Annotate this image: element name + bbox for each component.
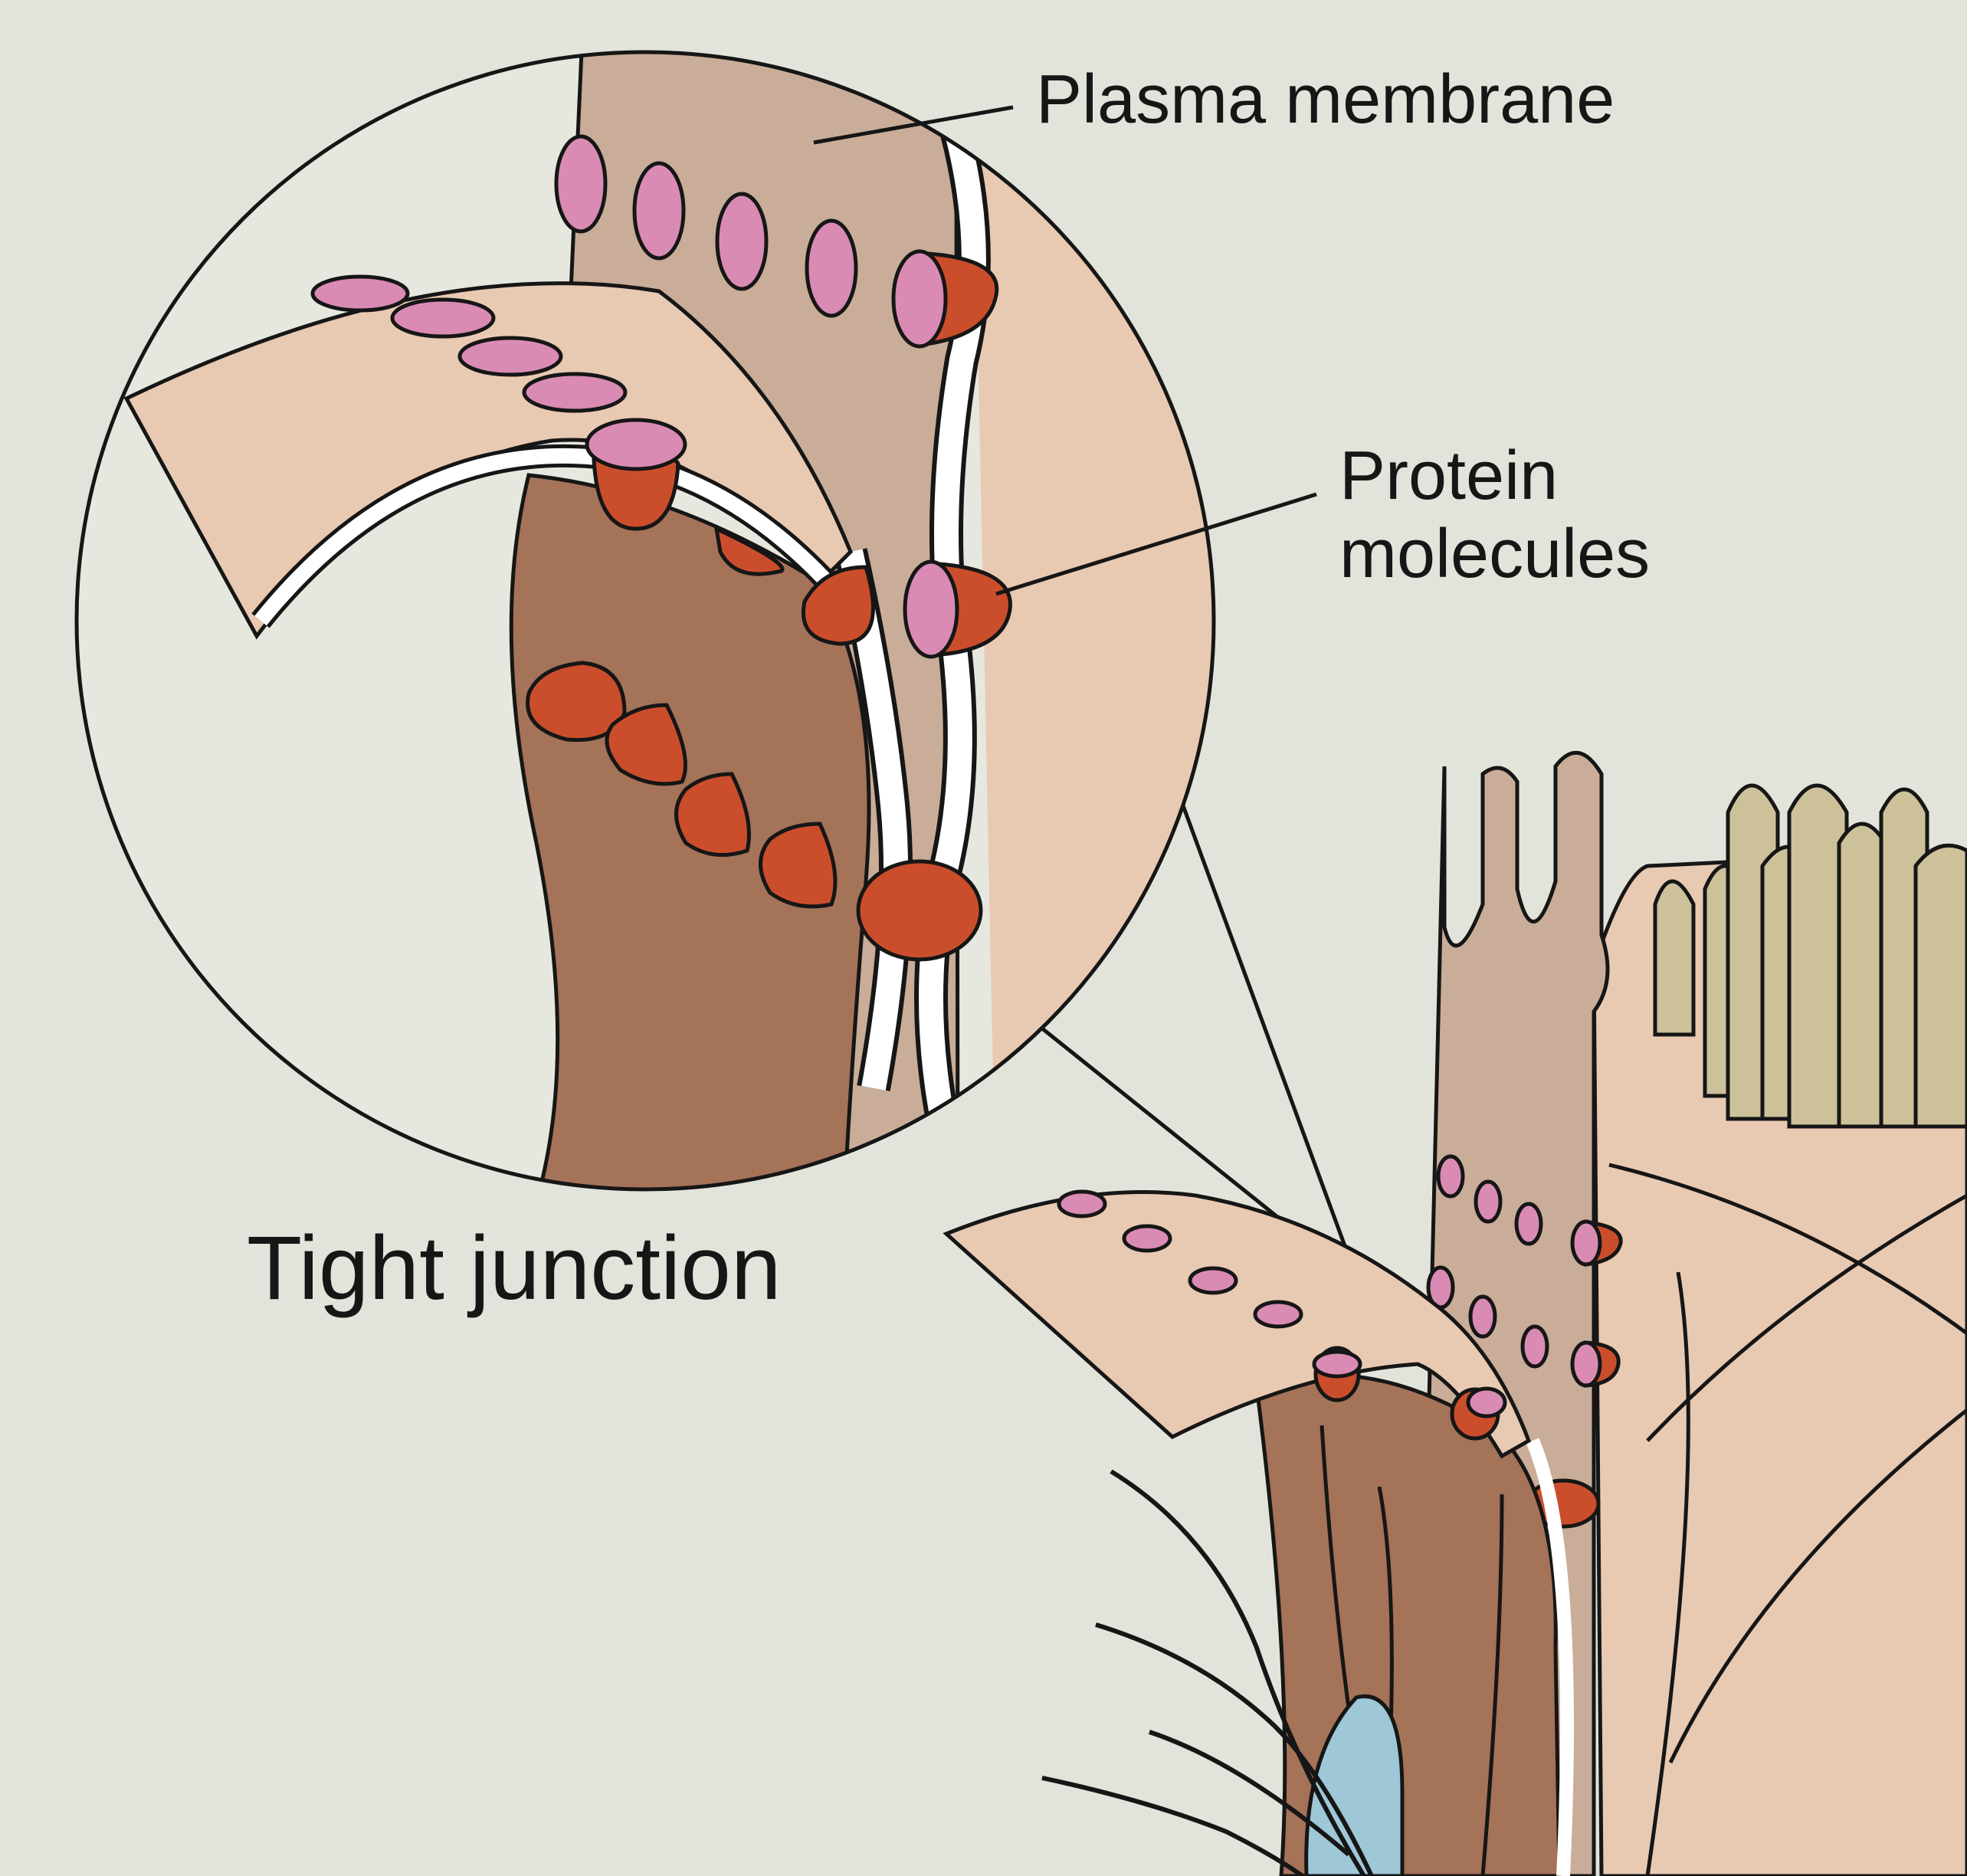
membrane-bead-icon: [1474, 1179, 1503, 1224]
strip-proteins-overview: [1312, 1346, 1507, 1441]
membrane-bead-icon: [632, 161, 686, 261]
strip-beads: [310, 274, 628, 413]
membrane-bead-icon: [554, 134, 608, 234]
magnified-circle-outline: [74, 50, 1216, 1192]
protein-molecule-icon: [802, 565, 875, 646]
right-cell: [973, 115, 1214, 1189]
membrane-bead-icon: [522, 372, 628, 413]
plasma-membrane-leader: [813, 105, 1014, 145]
overview-beads: [1426, 1154, 1549, 1369]
membrane-proteins: [585, 249, 1012, 962]
protein-molecule-icon: [674, 772, 751, 858]
back-cell-beads: [554, 134, 858, 318]
label-tight-junction: Tight junction: [247, 1218, 782, 1319]
protein-molecules-leader: [995, 492, 1317, 596]
membrane-bead-icon: [1122, 1224, 1172, 1253]
protein-molecule-icon: [759, 822, 838, 909]
membrane-bead-icon: [310, 274, 410, 313]
strip-beads-overview: [1057, 1189, 1303, 1329]
membrane-bead-icon: [1520, 1324, 1549, 1369]
magnified-view: [74, 50, 1216, 1192]
protein-molecule-icon: [605, 703, 687, 786]
epithelial-cells-overview: [943, 750, 1967, 1876]
membrane-bead-icon: [1188, 1266, 1238, 1295]
label-protein-molecules: Protein molecules: [1339, 438, 1651, 592]
internal-proteins: [526, 661, 838, 909]
membrane-bead-icon: [457, 336, 563, 377]
protein-molecule-icon: [713, 525, 785, 576]
membrane-bead-icon: [1514, 1202, 1543, 1246]
nucleus: [1304, 1694, 1405, 1876]
protein-molecule-icon: [526, 661, 627, 743]
leader-lines: [813, 105, 1317, 596]
protein-molecule-icon: [856, 859, 983, 962]
cytoskeleton-fibers: [1041, 1469, 1374, 1876]
membrane-bead-icon: [390, 297, 496, 339]
front-cell: [509, 473, 871, 1189]
microvilli: [1653, 783, 1967, 1129]
membrane-bead-icon: [1057, 1189, 1107, 1218]
membrane-bead-icon: [715, 192, 769, 291]
membrane-bead-icon: [805, 218, 858, 318]
label-plasma-membrane: Plasma membrane: [1036, 61, 1615, 138]
overview-proteins: [1526, 1219, 1623, 1529]
membrane-bead-icon: [1436, 1154, 1465, 1199]
membrane-bead-icon: [1253, 1300, 1303, 1329]
membrane-bead-icon: [1468, 1294, 1497, 1339]
